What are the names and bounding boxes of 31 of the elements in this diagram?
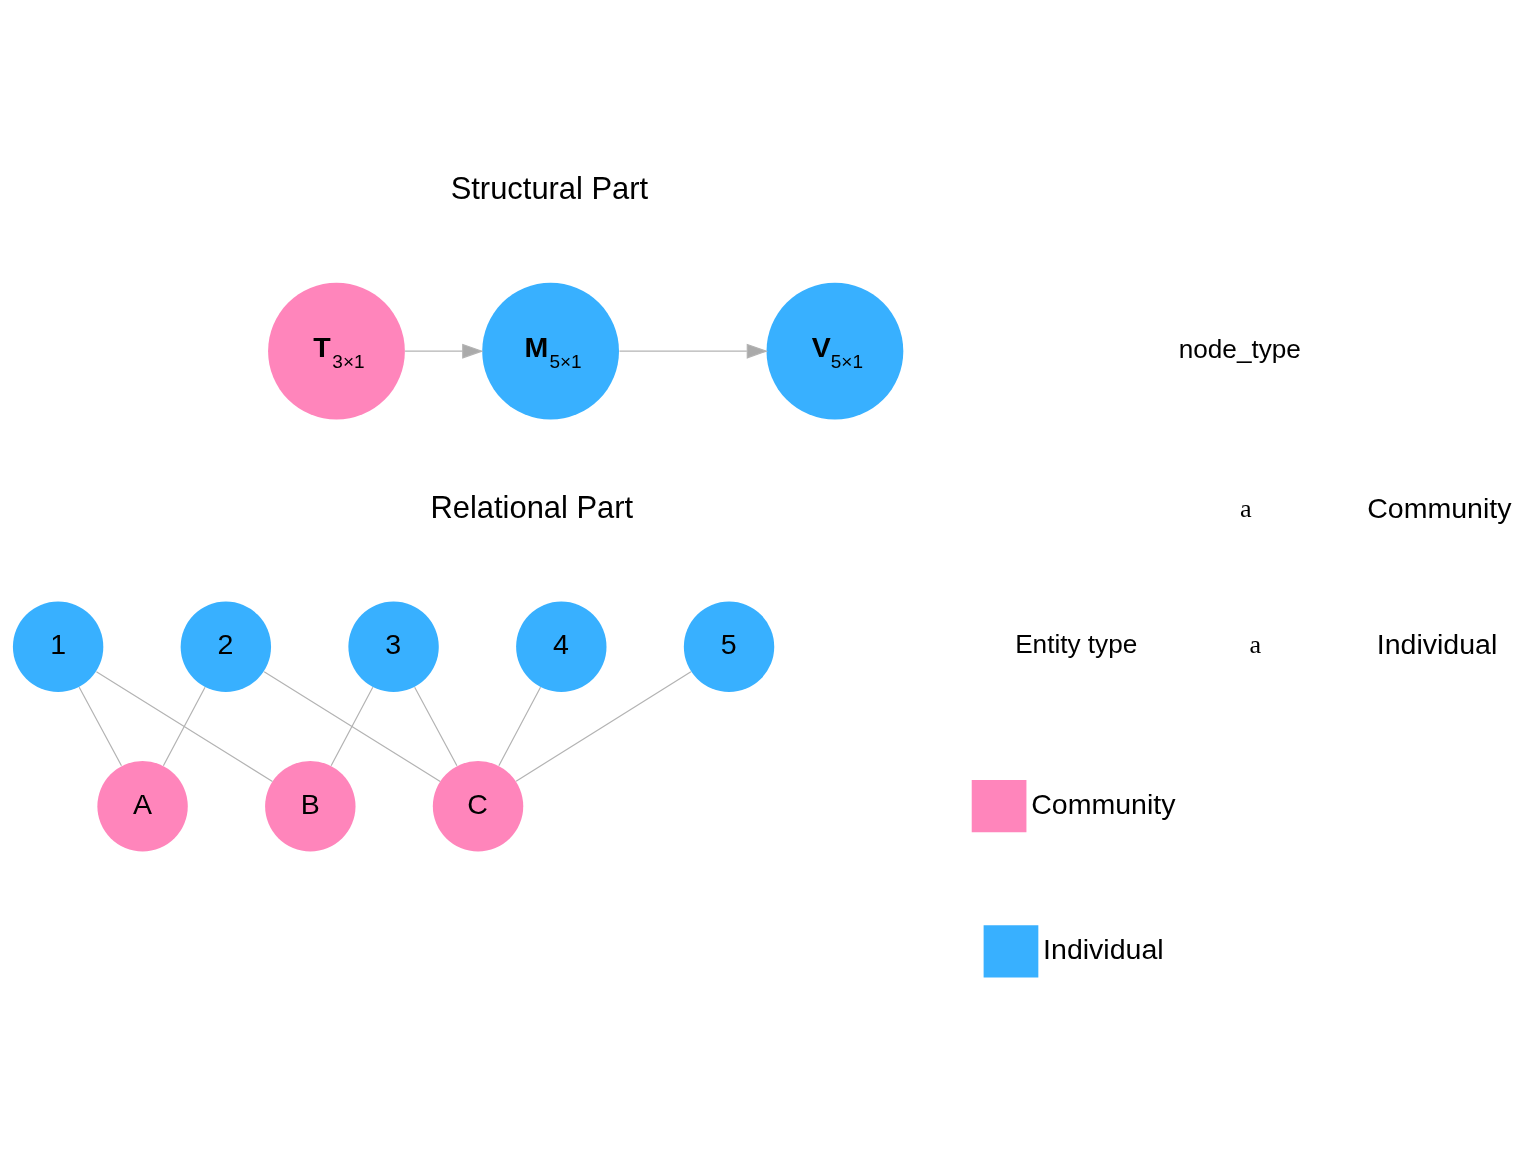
label: Entity type [1015,629,1138,660]
connector [515,671,692,782]
node-circle: T$_{3×1}$ [268,282,405,420]
node-circle: M$_{5×1}$ [482,282,619,420]
node-circle: C [432,761,524,852]
connector [498,686,542,767]
node-circle: 1 [12,601,104,692]
arrow [618,343,769,359]
connector [263,671,441,783]
node-circle: 5 [683,601,775,692]
label: Relational Part [430,490,634,526]
legend-label: Individual [1376,628,1498,661]
node-circle: V$_{5×1}$ [766,282,904,420]
connector [78,686,123,767]
label: a [1239,494,1252,524]
label: node_type [1178,333,1301,364]
legend-label: Community [1367,491,1512,524]
connector [162,686,206,767]
legend-label: Community [1031,787,1176,820]
node-circle: B [265,761,356,852]
label: a [1249,630,1262,660]
node-circle: 4 [516,601,607,692]
connector [330,686,374,767]
label: Structural Part [450,171,649,207]
arrow [404,343,484,359]
connector [95,671,274,783]
legend-label: Individual [1043,932,1164,965]
connector [414,686,458,767]
node-circle: A [97,761,188,852]
node-circle: 3 [348,601,439,692]
node-circle: 2 [180,601,272,692]
